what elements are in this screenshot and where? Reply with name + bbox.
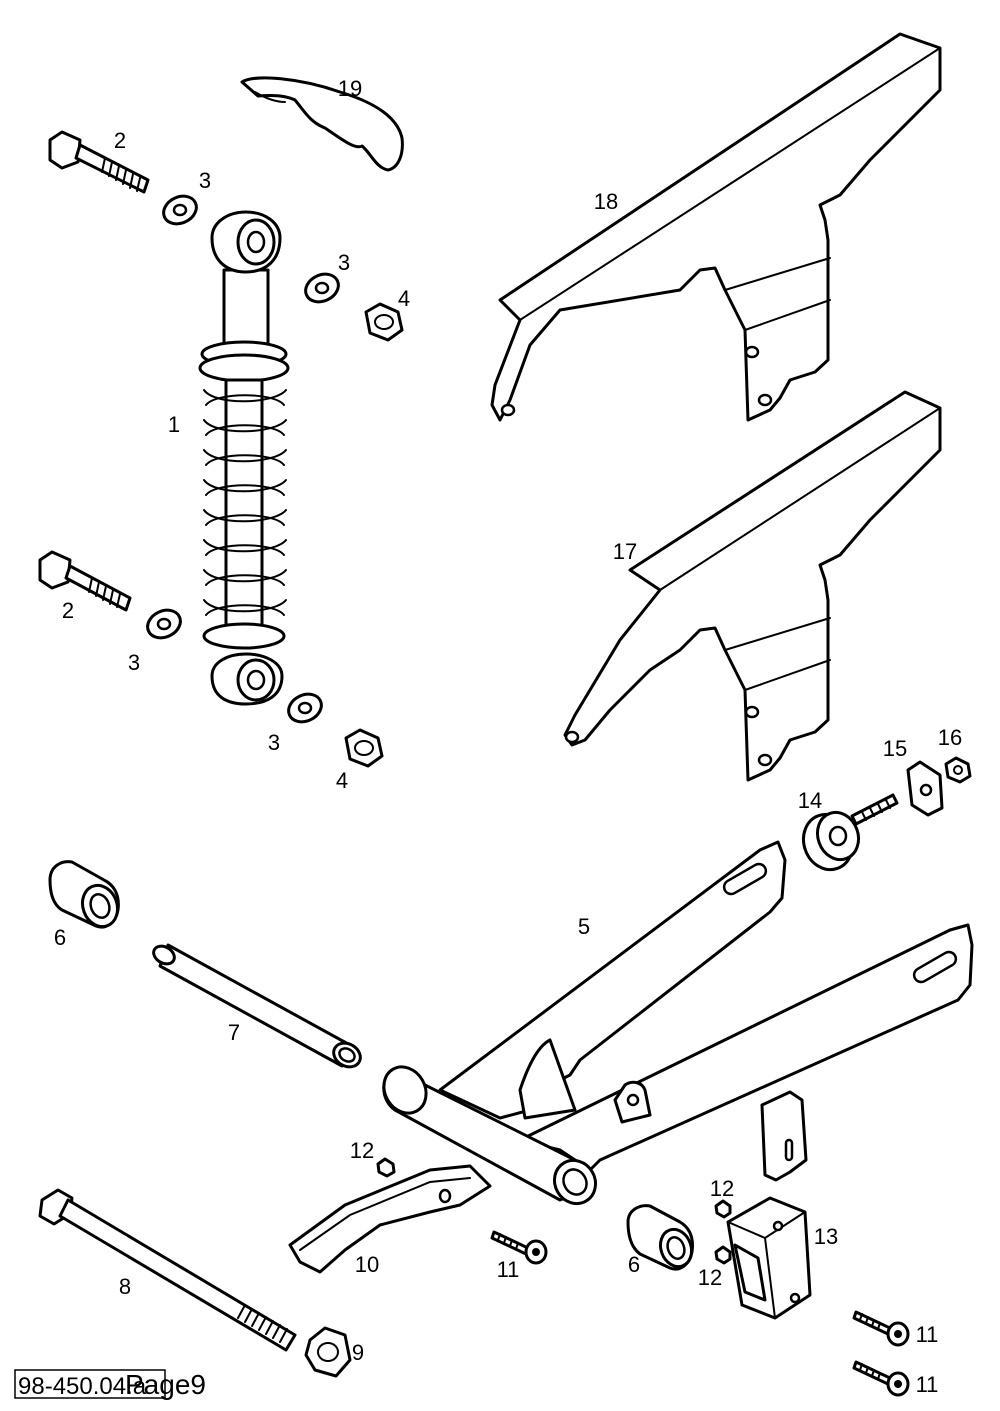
part-3-washer-a xyxy=(162,194,198,226)
part-12-nut-a xyxy=(376,1157,396,1178)
part-11-screw-a xyxy=(490,1230,548,1265)
part-14-rubber-buffer xyxy=(801,793,899,872)
part-12-nut-b xyxy=(714,1199,732,1219)
part-11-screw-c xyxy=(852,1360,910,1397)
label-6-b: 6 xyxy=(628,1252,640,1277)
label-12-a: 12 xyxy=(350,1138,374,1163)
label-3-b: 3 xyxy=(338,250,350,275)
label-11-a: 11 xyxy=(497,1257,520,1282)
label-12-b: 12 xyxy=(710,1176,734,1201)
part-15-clip xyxy=(906,760,944,817)
part-4-nut-b xyxy=(344,728,384,768)
label-2-lower: 2 xyxy=(62,598,74,623)
part-7-pivot-tube xyxy=(152,943,362,1069)
footer-code-box xyxy=(14,1369,166,1399)
part-8-axle xyxy=(38,1188,297,1352)
label-15: 15 xyxy=(883,736,907,761)
label-8: 8 xyxy=(119,1274,131,1299)
label-1: 1 xyxy=(168,412,180,437)
part-18-chain-guard xyxy=(490,32,942,422)
label-3-d: 3 xyxy=(268,730,280,755)
label-6-a: 6 xyxy=(54,925,66,950)
label-18: 18 xyxy=(594,189,618,214)
label-3-a: 3 xyxy=(199,168,211,193)
label-3-c: 3 xyxy=(128,650,140,675)
part-17-chain-guard xyxy=(563,390,942,782)
part-6-bushing-a xyxy=(48,860,120,929)
label-16: 16 xyxy=(938,725,962,750)
label-19: 19 xyxy=(338,76,362,101)
part-19-spanner xyxy=(240,76,404,172)
part-4-nut-a xyxy=(364,302,404,342)
label-2-upper: 2 xyxy=(114,128,126,153)
label-13: 13 xyxy=(814,1224,838,1249)
part-13-chain-guide xyxy=(726,1196,812,1320)
footer-code: 98-450.04.a xyxy=(18,1373,147,1400)
part-1-shock-absorber xyxy=(198,210,290,706)
part-6-bushing-b xyxy=(626,1204,694,1271)
part-3-washer-b xyxy=(304,272,340,304)
label-10: 10 xyxy=(355,1252,379,1277)
label-12-c: 12 xyxy=(698,1265,722,1290)
part-3-washer-c xyxy=(146,608,182,640)
part-10-chain-slider xyxy=(288,1164,492,1274)
label-4-a: 4 xyxy=(398,286,410,311)
label-14: 14 xyxy=(798,788,822,813)
label-11-b: 11 xyxy=(916,1322,939,1347)
footer-page: Page9 xyxy=(125,1369,206,1400)
part-labels: 19 2 3 3 4 1 2 3 3 4 18 17 15 16 14 6 5 … xyxy=(54,76,962,1397)
label-5: 5 xyxy=(578,914,590,939)
part-11-screw-b xyxy=(852,1310,910,1347)
part-16-nut xyxy=(944,756,972,784)
label-4-b: 4 xyxy=(336,768,348,793)
part-2-lower-bolt xyxy=(38,550,132,612)
part-9-axle-nut xyxy=(304,1326,352,1378)
label-11-c: 11 xyxy=(916,1372,939,1397)
label-7: 7 xyxy=(228,1020,240,1045)
footer: 98-450.04.a Page9 xyxy=(14,1369,206,1400)
part-3-washer-d xyxy=(287,692,323,724)
label-17: 17 xyxy=(613,539,637,564)
label-9: 9 xyxy=(352,1340,364,1365)
part-12-nut-c xyxy=(714,1245,732,1265)
part-5-swing-arm xyxy=(382,840,974,1206)
part-2-upper-bolt xyxy=(48,130,150,194)
